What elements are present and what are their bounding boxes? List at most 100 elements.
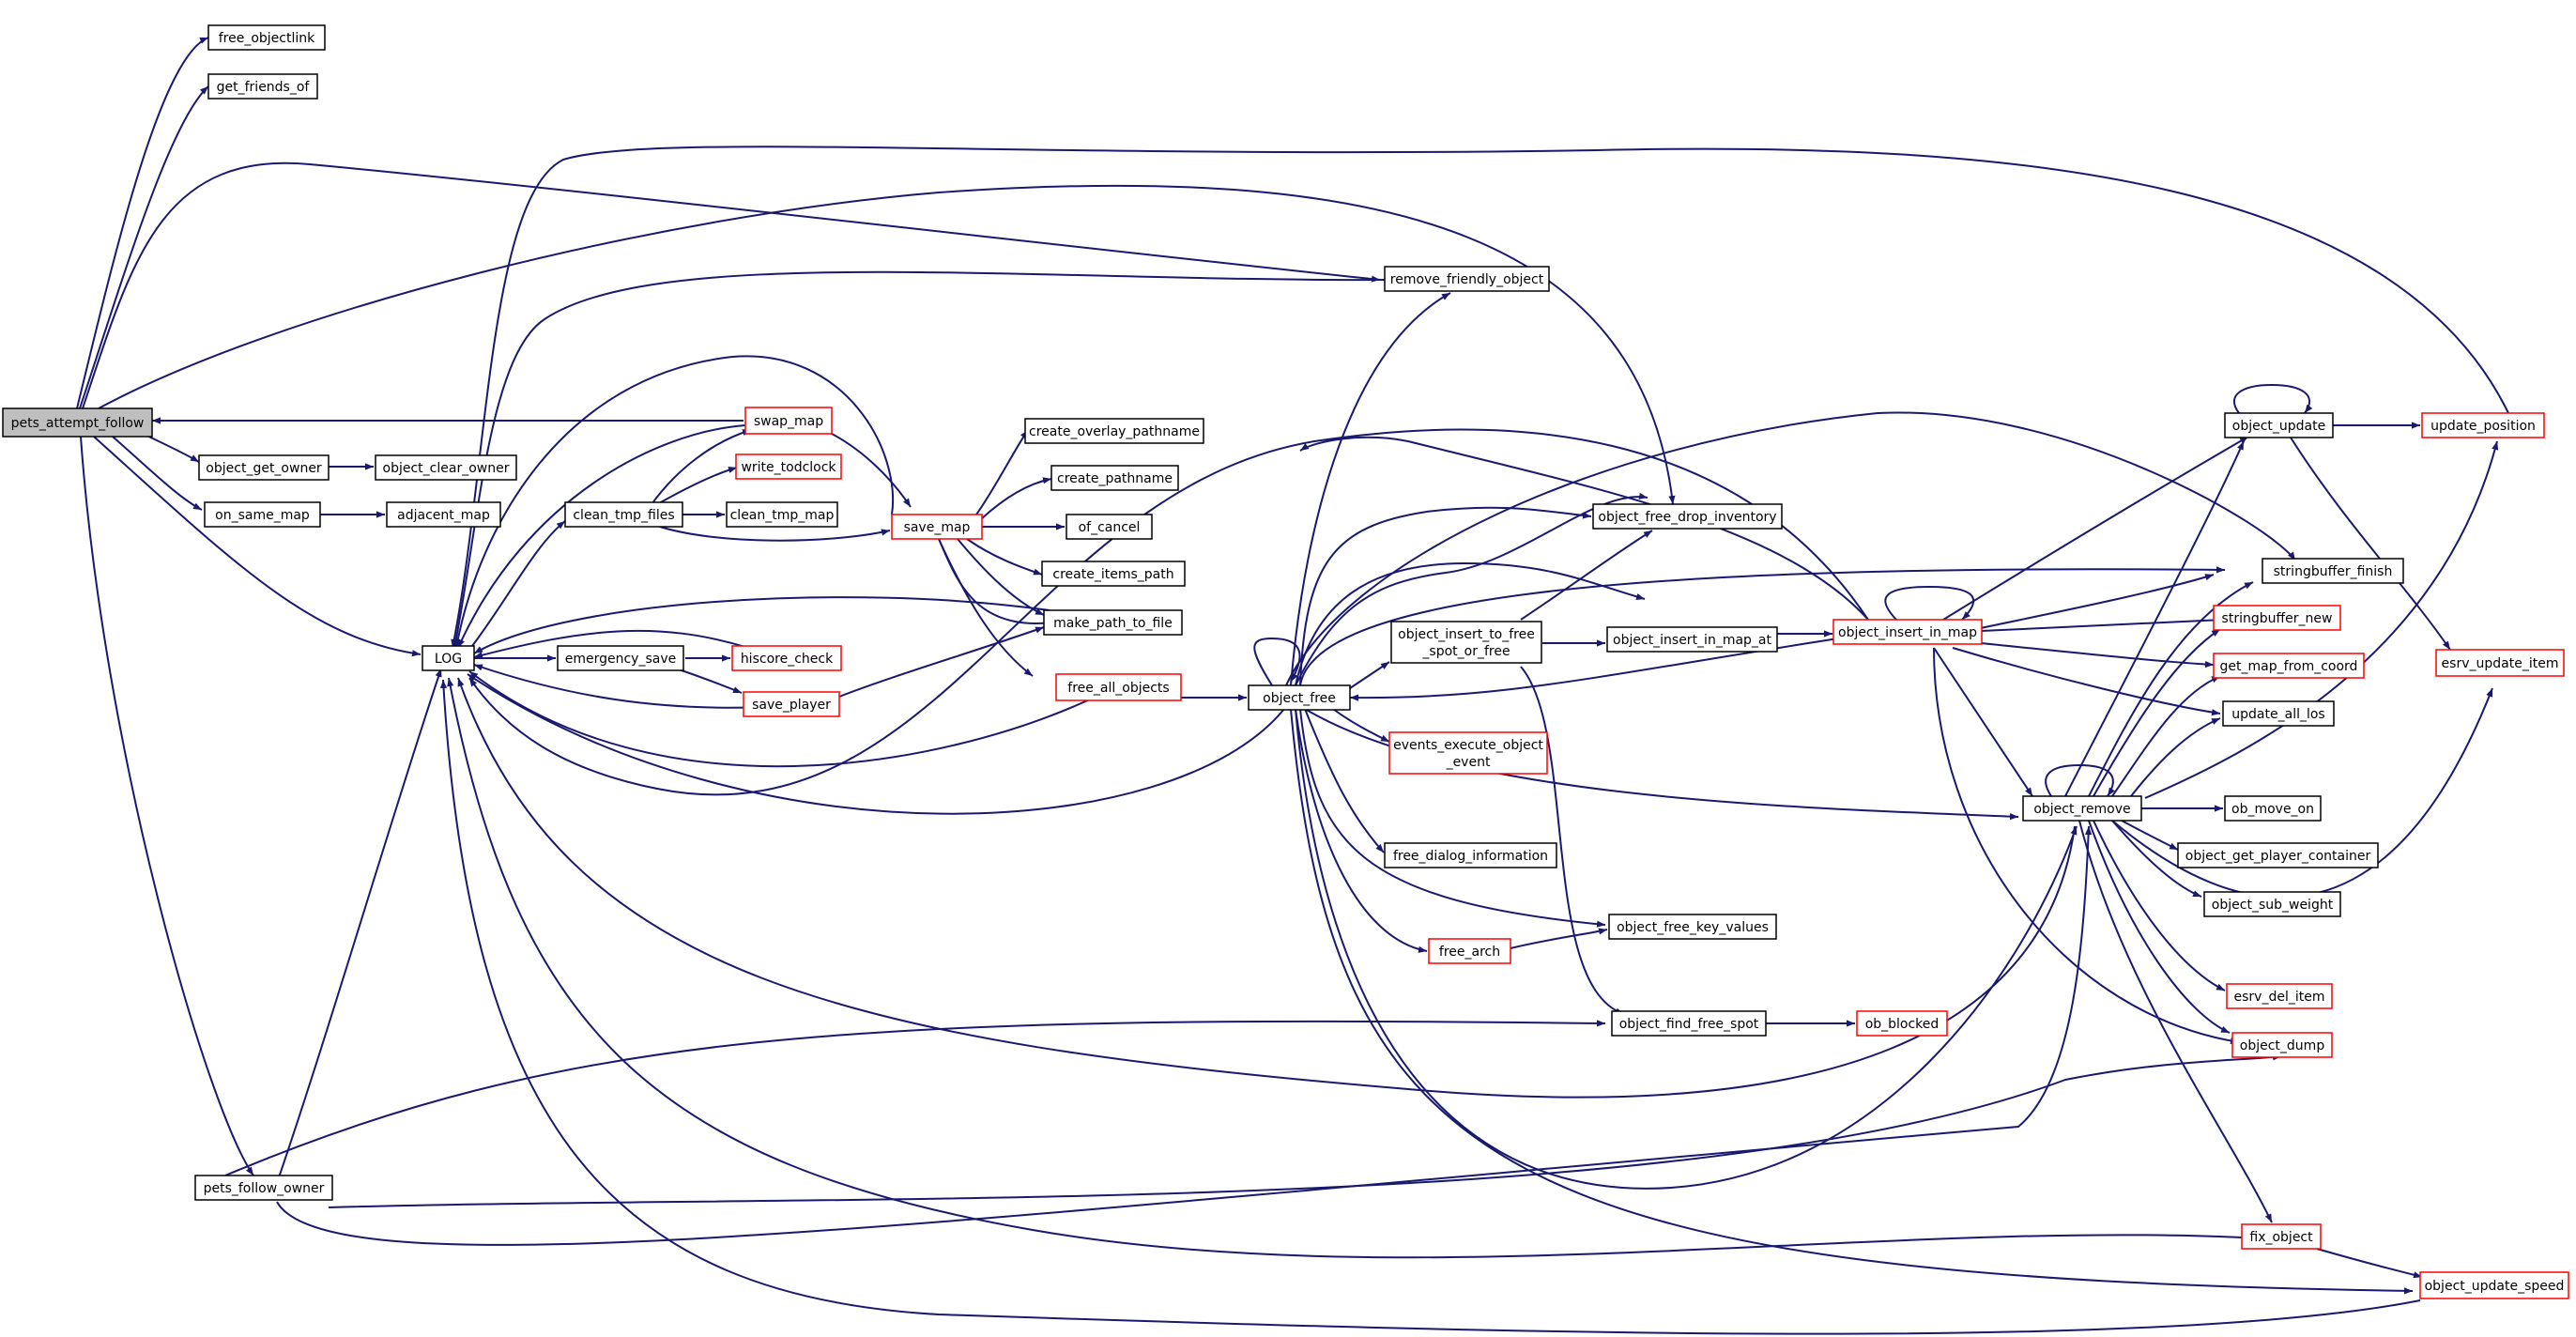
edge [2111,675,2221,797]
node-object-update[interactable]: object_update [2224,412,2334,438]
node-save-player[interactable]: save_player [743,691,840,717]
edge [1299,708,1606,928]
node-box [1055,673,1182,701]
node-make-path-to-file[interactable]: make_path_to_file [1043,609,1183,636]
node-box [2421,412,2545,438]
node-create-overlay-pathname[interactable]: create_overlay_pathname [1024,418,1204,444]
node-save-map[interactable]: save_map [891,514,983,540]
node-box [204,501,321,528]
edge [1933,647,2240,1045]
edge [1304,708,1385,853]
node-box [1608,914,1777,940]
node-box [1592,503,1783,530]
edge [2316,1248,2423,1279]
node-on-same-map[interactable]: on_same_map [204,501,321,528]
node-free-all-objects[interactable]: free_all_objects [1055,673,1182,701]
edge [938,538,1071,625]
edge [1295,708,2078,1190]
node-create-items-path[interactable]: create_items_path [1041,561,1186,587]
node-write-todclock[interactable]: write_todclock [735,453,842,480]
node-create-pathname[interactable]: create_pathname [1050,465,1179,491]
node-stringbuffer-new[interactable]: stringbuffer_new [2213,605,2341,631]
edge [112,436,203,511]
node-fix-object[interactable]: fix_object [2241,1223,2322,1250]
node-clean-tmp-map[interactable]: clean_tmp_map [726,501,838,528]
node-esrv-del-item[interactable]: esrv_del_item [2226,983,2333,1009]
node-box [1428,938,1511,964]
node-label: update_all_los [2231,707,2324,722]
edge [457,677,2076,1099]
edge [938,538,1034,677]
node-box [1041,561,1186,587]
node-update-all-los[interactable]: update_all_los [2222,700,2335,727]
node-object-free-key-values[interactable]: object_free_key_values [1608,914,1777,940]
node-remove-friendly-object[interactable]: remove_friendly_object [1384,266,1550,292]
node-hiscore-check[interactable]: hiscore_check [731,645,842,671]
node-free-arch[interactable]: free_arch [1428,938,1511,964]
node-object-insert-to-free-spot-or-free[interactable]: object_insert_to_free_spot_or_free [1390,621,1542,664]
node-box [2222,700,2335,727]
node-label: object_insert_to_free [1398,627,1535,642]
node-free-objectlink[interactable]: free_objectlink [207,24,326,51]
node-free-dialog-information[interactable]: free_dialog_information [1384,842,1557,868]
node-of-cancel[interactable]: of_cancel [1066,514,1153,540]
edge [2064,440,2245,797]
node-object-update-speed[interactable]: object_update_speed [2419,1271,2569,1299]
node-box [2419,1271,2569,1299]
node-label: object_remove [2033,802,2130,817]
node-object-get-player-container[interactable]: object_get_player_container [2177,842,2379,868]
node-object-clear-owner[interactable]: object_clear_owner [375,454,517,481]
node-label: object_insert_in_map_at [1613,633,1772,648]
node-update-position[interactable]: update_position [2421,412,2545,438]
edge [1295,708,1428,953]
node-object-find-free-spot[interactable]: object_find_free_spot [1611,1010,1767,1037]
node-emergency-save[interactable]: emergency_save [557,645,684,671]
node-box [2241,1223,2322,1250]
node-adjacent-map[interactable]: adjacent_map [386,501,501,528]
node-label: save_map [904,520,971,535]
node-box [744,407,833,435]
node-box [1066,514,1153,540]
node-esrv-update-item[interactable]: esrv_update_item [2435,649,2565,677]
node-box [2177,842,2379,868]
edge [966,538,1043,576]
node-box [207,24,326,51]
node-box [1611,1010,1767,1037]
node-label: of_cancel [1079,520,1141,535]
edge [649,429,752,508]
node-get-map-from-coord[interactable]: get_map_from_coord [2213,653,2365,679]
node-object-free-drop-inventory[interactable]: object_free_drop_inventory [1592,503,1783,530]
node-label: swap_map [754,414,823,429]
node-get-friends-of[interactable]: get_friends_of [207,73,318,100]
node-object-sub-weight[interactable]: object_sub_weight [2203,891,2341,917]
node-object-insert-in-map[interactable]: object_insert_in_map [1832,619,1983,645]
node-object-free[interactable]: object_free [1248,684,1351,711]
node-events-execute-object-event[interactable]: events_execute_object_event [1388,731,1548,775]
node-label: events_execute_object [1393,738,1543,753]
node-ob-move-on[interactable]: ob_move_on [2224,795,2322,822]
edge [79,85,209,409]
node-clean-tmp-files[interactable]: clean_tmp_files [564,501,683,528]
node-pets-follow-owner[interactable]: pets_follow_owner [194,1175,333,1201]
node-label: esrv_del_item [2234,990,2325,1005]
node-object-remove[interactable]: object_remove [2022,795,2142,822]
node-ob-blocked[interactable]: ob_blocked [1856,1010,1948,1037]
node-box [1832,619,1983,645]
edge [2130,717,2221,797]
node-label: hiscore_check [741,652,834,667]
edge [468,670,1095,768]
node-object-insert-in-map-at[interactable]: object_insert_in_map_at [1606,626,1778,653]
node-swap-map[interactable]: swap_map [744,407,833,435]
node-object-dump[interactable]: object_dump [2231,1032,2333,1058]
node-LOG[interactable]: LOG [422,645,475,671]
node-pets-attempt-follow[interactable]: pets_attempt_follow [2,407,153,438]
node-object-get-owner[interactable]: object_get_owner [198,454,330,481]
edge [2093,628,2221,797]
node-box [1856,1010,1948,1037]
node-stringbuffer-finish[interactable]: stringbuffer_finish [2262,558,2404,584]
edge [454,355,895,649]
edge [473,596,1050,654]
node-label: make_path_to_file [1053,616,1173,631]
edge [82,161,1381,409]
node-box [1606,626,1778,653]
